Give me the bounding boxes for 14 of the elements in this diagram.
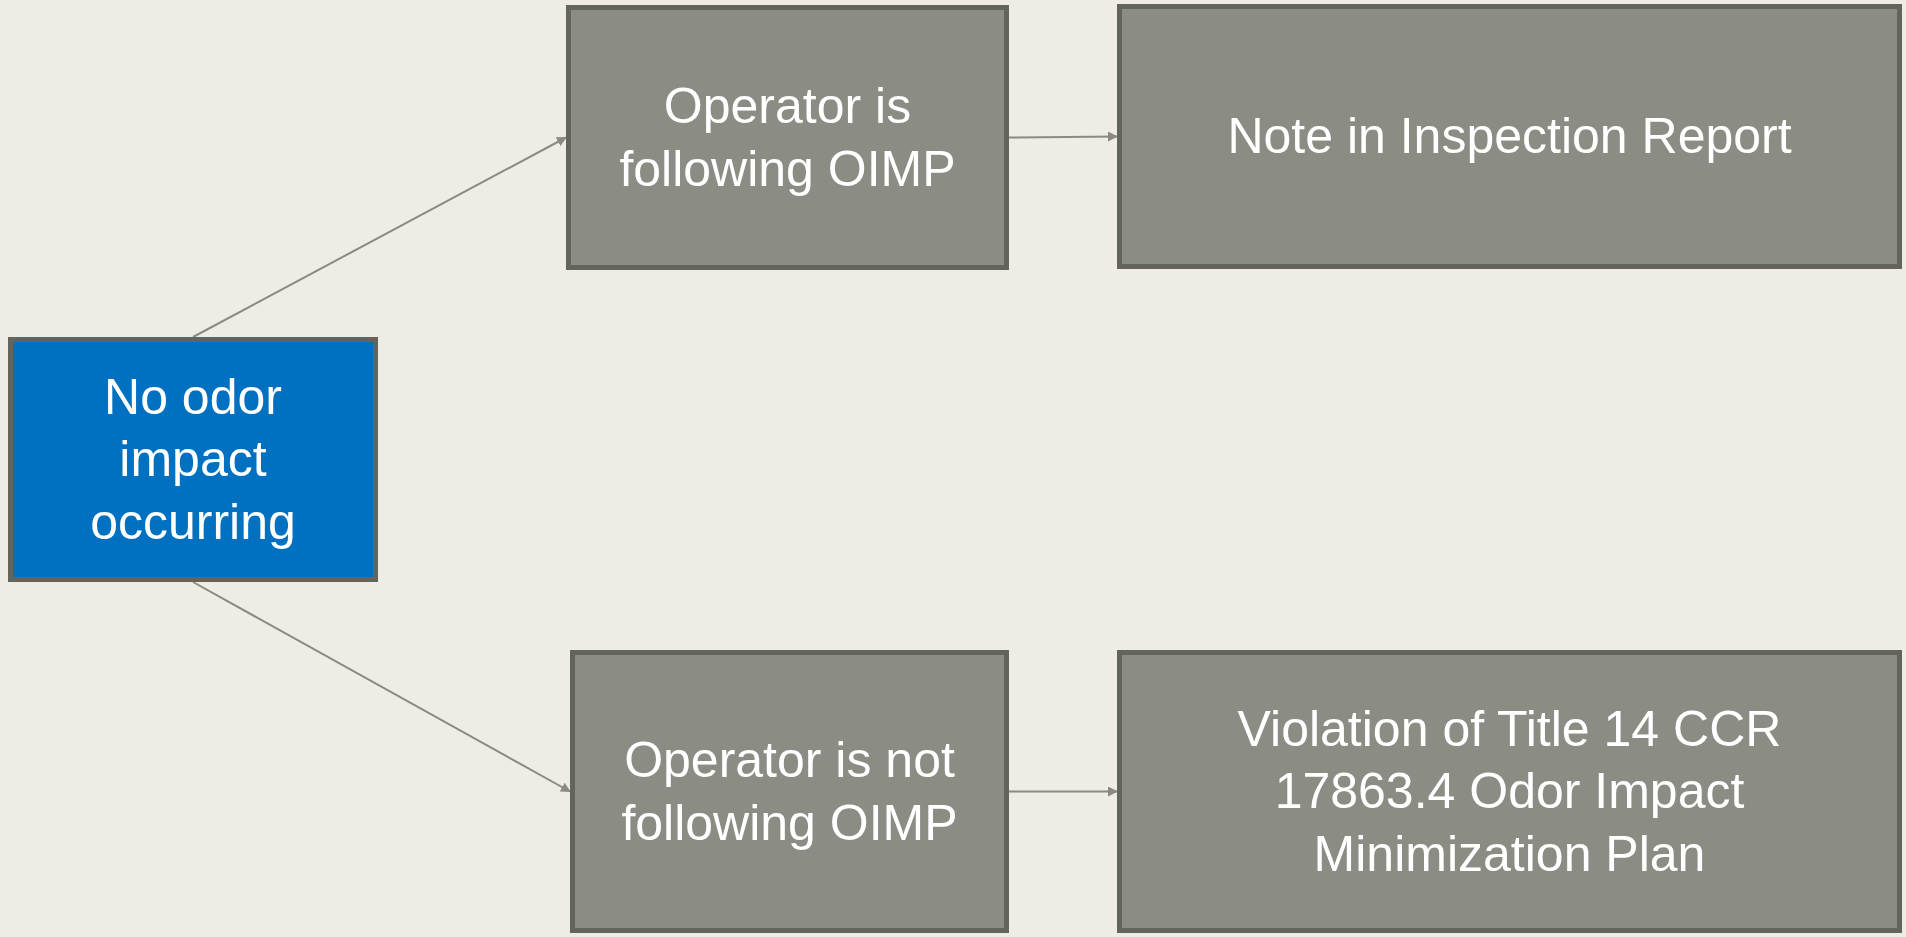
process-box [1117, 4, 1902, 269]
box-label: Violation of Title 14 CCR 17863.4 Odor Impact Minimization Plan [1236, 699, 1783, 884]
box-label: Operator is not following OIMP [620, 731, 959, 853]
arrow [192, 581, 571, 793]
box-label: Note in Inspection Report [1227, 107, 1792, 167]
box-label: No odor impact occurring [89, 367, 297, 552]
arrow [1008, 786, 1118, 797]
process-box [570, 650, 1009, 933]
arrow [192, 136, 567, 338]
process-box [566, 5, 1009, 270]
box-label: Operator is following OIMP [618, 77, 957, 199]
process-box [8, 337, 378, 582]
process-box [1117, 650, 1902, 933]
arrow [1008, 131, 1118, 142]
